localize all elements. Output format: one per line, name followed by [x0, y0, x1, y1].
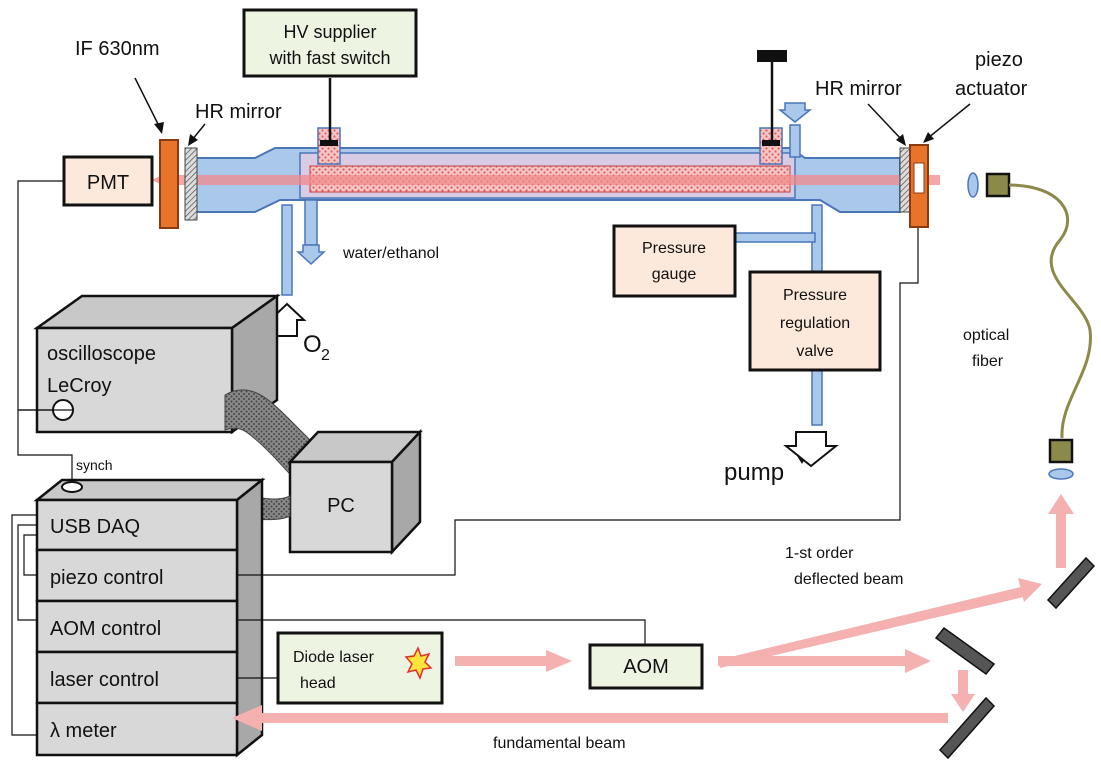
svg-text:HV supplier: HV supplier	[283, 22, 376, 42]
pressure-regulation-valve-box: Pressure regulation valve	[748, 270, 882, 372]
svg-text:AOM: AOM	[623, 656, 669, 678]
first-order-label-2: deflected beam	[794, 571, 903, 588]
aom-box: AOM	[588, 643, 704, 690]
pressure-gauge-box: Pressure gauge	[612, 224, 737, 298]
svg-text:Pressure: Pressure	[783, 287, 847, 304]
hr-mirror-left-label: HR mirror	[195, 101, 282, 123]
rack-laser-control	[35, 650, 239, 705]
fiber-lens-bottom	[1048, 468, 1074, 480]
first-order-label-1: 1-st order	[785, 545, 854, 562]
pump-arrow	[783, 431, 839, 468]
signal-wires	[11, 180, 919, 736]
o2-label: O	[303, 331, 322, 358]
fiber-lens-top	[967, 172, 979, 198]
svg-text:λ meter: λ meter	[50, 720, 117, 742]
control-rack: USB DAQ piezo control AOM control laser …	[33, 477, 266, 758]
intracavity-beam	[160, 175, 940, 185]
diode-laser-head-box: Diode laser head	[276, 631, 444, 705]
water-in-arrow	[777, 102, 813, 123]
piezo-label-2: actuator	[955, 78, 1028, 100]
if-filter-label: IF 630nm	[75, 38, 159, 60]
svg-text:head: head	[300, 675, 336, 692]
pmt-box: PMT	[62, 155, 154, 207]
water-ethanol-label: water/ethanol	[342, 245, 439, 262]
hr-mirror-right-label: HR mirror	[815, 78, 902, 100]
optical-fiber	[1008, 183, 1092, 439]
fundamental-beam-label: fundamental beam	[493, 735, 626, 752]
svg-text:valve: valve	[796, 343, 833, 360]
rack-lambda-meter	[35, 701, 239, 757]
laser-beams	[232, 494, 1074, 731]
synch-label: synch	[76, 457, 113, 473]
rack-usb-daq	[35, 498, 239, 552]
water-out-arrow	[296, 244, 326, 266]
fiber-coupler-top	[985, 172, 1011, 198]
svg-text:2: 2	[321, 347, 330, 364]
hr-mirror-left	[184, 147, 198, 221]
svg-text:oscilloscope: oscilloscope	[47, 343, 156, 365]
turning-mirrors	[934, 556, 1096, 760]
discharge-tube	[189, 102, 901, 426]
synch-connector	[61, 481, 83, 493]
svg-text:PC: PC	[327, 495, 355, 517]
pc-box: PC	[287, 428, 423, 556]
hv-supplier-box: HV supplier with fast switch	[242, 8, 418, 78]
svg-text:laser control: laser control	[50, 669, 159, 691]
optical-fiber-label-1: optical	[963, 327, 1009, 344]
optical-fiber-label-2: fiber	[972, 353, 1004, 370]
svg-text:AOM control: AOM control	[50, 618, 161, 640]
rack-aom-control	[35, 599, 239, 654]
if-filter	[159, 139, 179, 229]
svg-text:with fast switch: with fast switch	[268, 48, 390, 68]
svg-text:USB DAQ: USB DAQ	[50, 516, 140, 538]
rack-piezo-control	[35, 548, 239, 603]
svg-text:gauge: gauge	[652, 266, 697, 283]
ground-terminal	[757, 50, 787, 62]
svg-text:LeCroy: LeCroy	[47, 375, 111, 397]
svg-text:PMT: PMT	[87, 172, 129, 194]
pump-label: pump	[724, 459, 784, 486]
svg-text:Pressure: Pressure	[642, 240, 706, 257]
svg-text:regulation: regulation	[780, 315, 850, 332]
laser-star-icon	[404, 646, 433, 680]
svg-text:piezo control: piezo control	[50, 567, 163, 589]
piezo-label-1: piezo	[975, 49, 1023, 71]
fiber-coupler-bottom	[1048, 438, 1074, 464]
svg-text:Diode laser: Diode laser	[293, 649, 375, 666]
